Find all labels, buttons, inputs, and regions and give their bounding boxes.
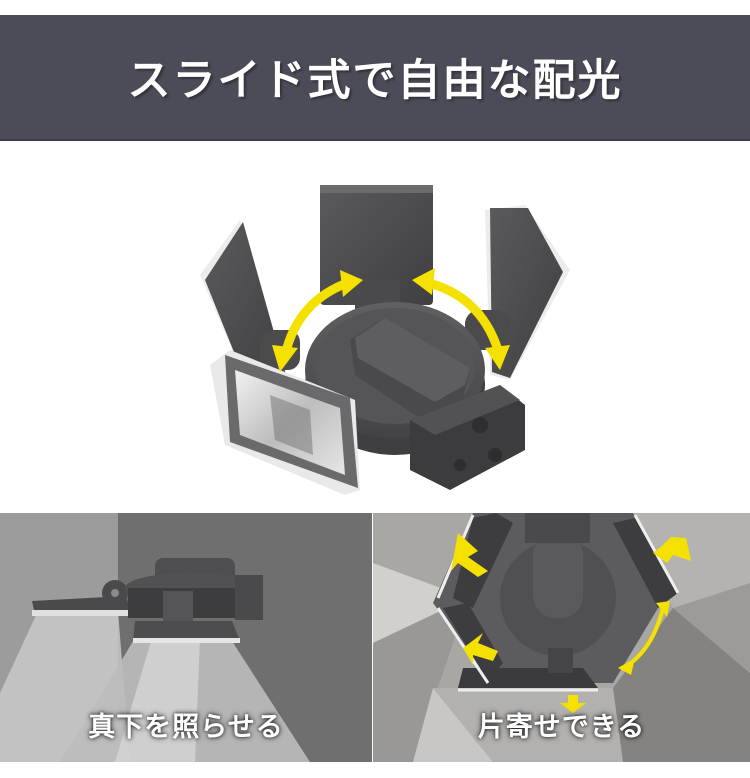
slide-arrow-right-icon [420,277,503,355]
direction-arrows-icon [451,533,691,713]
panel-caption-downward: 真下を照らせる [88,712,284,743]
arrowhead-left-bottom [272,345,298,372]
mounting-bracket [410,385,525,490]
arrowhead-right-bottom [485,345,510,370]
slide-arrow-left-icon [280,277,355,360]
panel-downward-lighting: 真下を照らせる [0,513,372,762]
sensor-body [305,302,485,455]
light-head-front-left [210,350,360,495]
arrowhead-left-top [340,270,363,297]
header-banner: スライド式で自由な配光 [0,15,750,141]
arrowhead-right-top [412,268,435,295]
panel-shift-to-side: 片寄せできる [373,513,750,762]
panel-caption-shift: 片寄せできる [477,712,646,743]
page-title: スライド式で自由な配光 [127,56,623,106]
hero-product-image [180,170,600,500]
